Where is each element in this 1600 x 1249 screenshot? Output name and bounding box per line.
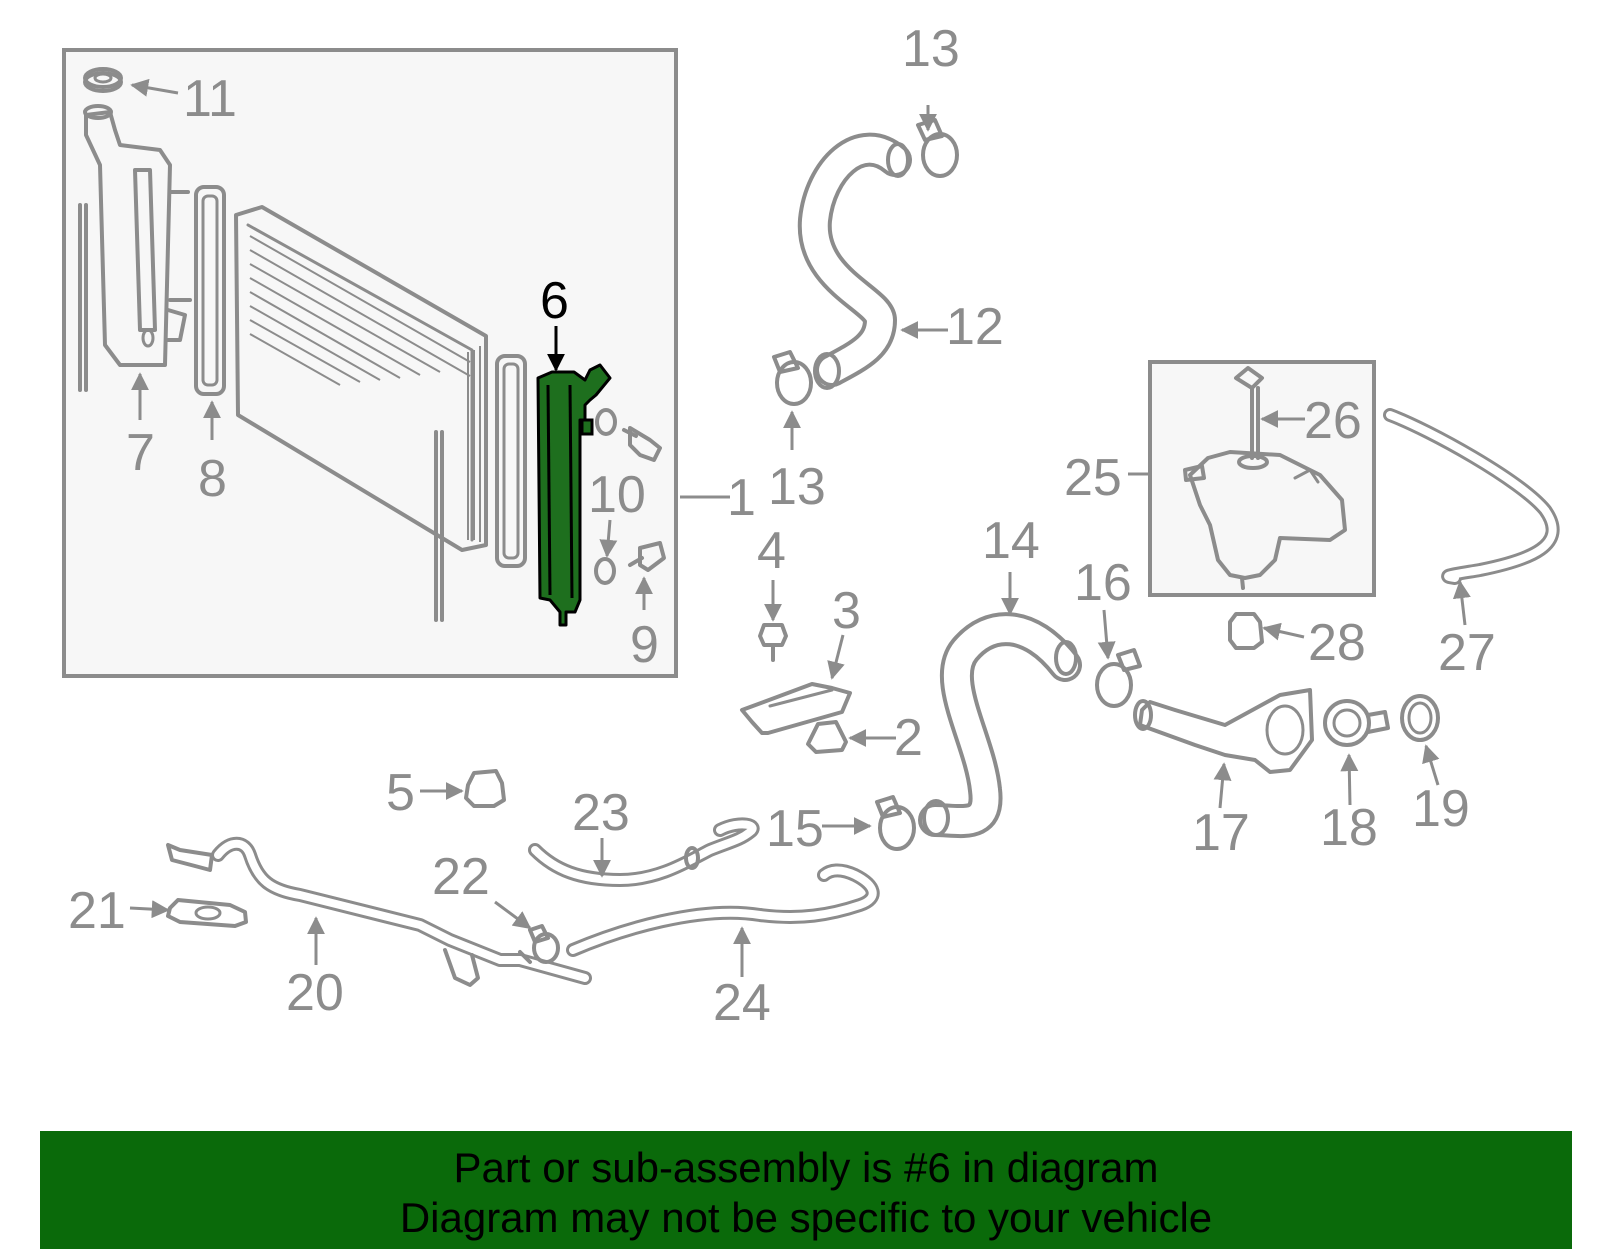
callout-18: 18 xyxy=(1320,799,1378,857)
part-8-gasket[interactable] xyxy=(194,185,226,396)
callout-1: 1 xyxy=(727,469,756,527)
callout-13-lower: 13 xyxy=(768,458,826,516)
callout-7: 7 xyxy=(126,424,155,482)
callout-4: 4 xyxy=(757,522,786,580)
reservoir-tank[interactable] xyxy=(1183,450,1347,590)
part-27-overflow-hose[interactable] xyxy=(1383,408,1560,585)
callout-28: 28 xyxy=(1308,614,1366,672)
part-22-hose-clamp[interactable] xyxy=(528,924,560,964)
leader-lines xyxy=(129,78,1471,977)
part-28-cushion[interactable] xyxy=(1228,612,1264,650)
banner-line-1: Part or sub-assembly is #6 in diagram xyxy=(453,1144,1159,1191)
callout-8: 8 xyxy=(198,450,227,508)
callout-14: 14 xyxy=(982,512,1040,570)
part-12-upper-hose[interactable] xyxy=(797,132,912,390)
callout-2: 2 xyxy=(894,709,923,767)
part-14-lower-hose[interactable] xyxy=(918,612,1082,839)
info-banner: Part or sub-assembly is #6 in diagram Di… xyxy=(40,1131,1572,1249)
part-16-hose-clamp[interactable] xyxy=(1095,648,1142,708)
callout-9: 9 xyxy=(630,616,659,674)
callout-6: 6 xyxy=(540,272,569,330)
callout-25: 25 xyxy=(1064,449,1122,507)
callout-17: 17 xyxy=(1192,804,1250,862)
callout-3: 3 xyxy=(832,582,861,640)
callout-15: 15 xyxy=(766,800,824,858)
part-13-hose-clamp-lower[interactable] xyxy=(772,350,813,406)
part-21-gasket[interactable] xyxy=(166,898,248,928)
callout-12: 12 xyxy=(946,298,1004,356)
callout-27: 27 xyxy=(1438,624,1496,682)
part-17-water-inlet[interactable] xyxy=(1133,688,1314,774)
part-4-bolt[interactable] xyxy=(758,623,788,662)
callout-11: 11 xyxy=(183,70,237,128)
right-tank-gasket[interactable] xyxy=(495,354,527,568)
radiator-core[interactable] xyxy=(234,205,488,622)
callout-24: 24 xyxy=(713,974,771,1032)
part-13-hose-clamp-upper[interactable] xyxy=(916,118,959,178)
callout-26: 26 xyxy=(1304,392,1362,450)
part-19-gasket[interactable] xyxy=(1400,694,1440,742)
callout-16: 16 xyxy=(1074,554,1132,612)
part-11-radiator-cap[interactable] xyxy=(83,67,123,93)
part-7-side-tank[interactable] xyxy=(78,104,192,392)
part-24-hose[interactable] xyxy=(566,863,880,957)
part-6-radiator-tank-highlighted[interactable] xyxy=(536,363,612,627)
callout-labels: 1 2 3 4 5 6 7 8 9 10 11 12 13 13 14 15 1… xyxy=(68,20,1496,1032)
part-20-water-pipe[interactable] xyxy=(166,836,592,987)
callout-23: 23 xyxy=(572,784,630,842)
banner-line-2: Diagram may not be specific to your vehi… xyxy=(399,1194,1213,1241)
callout-19: 19 xyxy=(1412,780,1470,838)
part-18-thermostat[interactable] xyxy=(1323,699,1390,747)
part-15-hose-clamp[interactable] xyxy=(875,795,916,851)
part-3-bracket[interactable] xyxy=(740,682,852,735)
part-26-reservoir-cap[interactable] xyxy=(1234,366,1264,460)
callout-5: 5 xyxy=(386,764,415,822)
callout-13-upper: 13 xyxy=(902,20,960,78)
part-23-bypass-hose[interactable] xyxy=(528,817,760,887)
part-9-drain-plug[interactable] xyxy=(622,426,666,572)
part-10-o-ring[interactable] xyxy=(594,408,617,585)
part-2-cushion[interactable] xyxy=(806,720,848,754)
callout-10: 10 xyxy=(588,466,646,524)
callout-22: 22 xyxy=(432,848,490,906)
callout-20: 20 xyxy=(286,964,344,1022)
callout-21: 21 xyxy=(68,882,126,940)
part-5-cushion[interactable] xyxy=(464,769,506,808)
